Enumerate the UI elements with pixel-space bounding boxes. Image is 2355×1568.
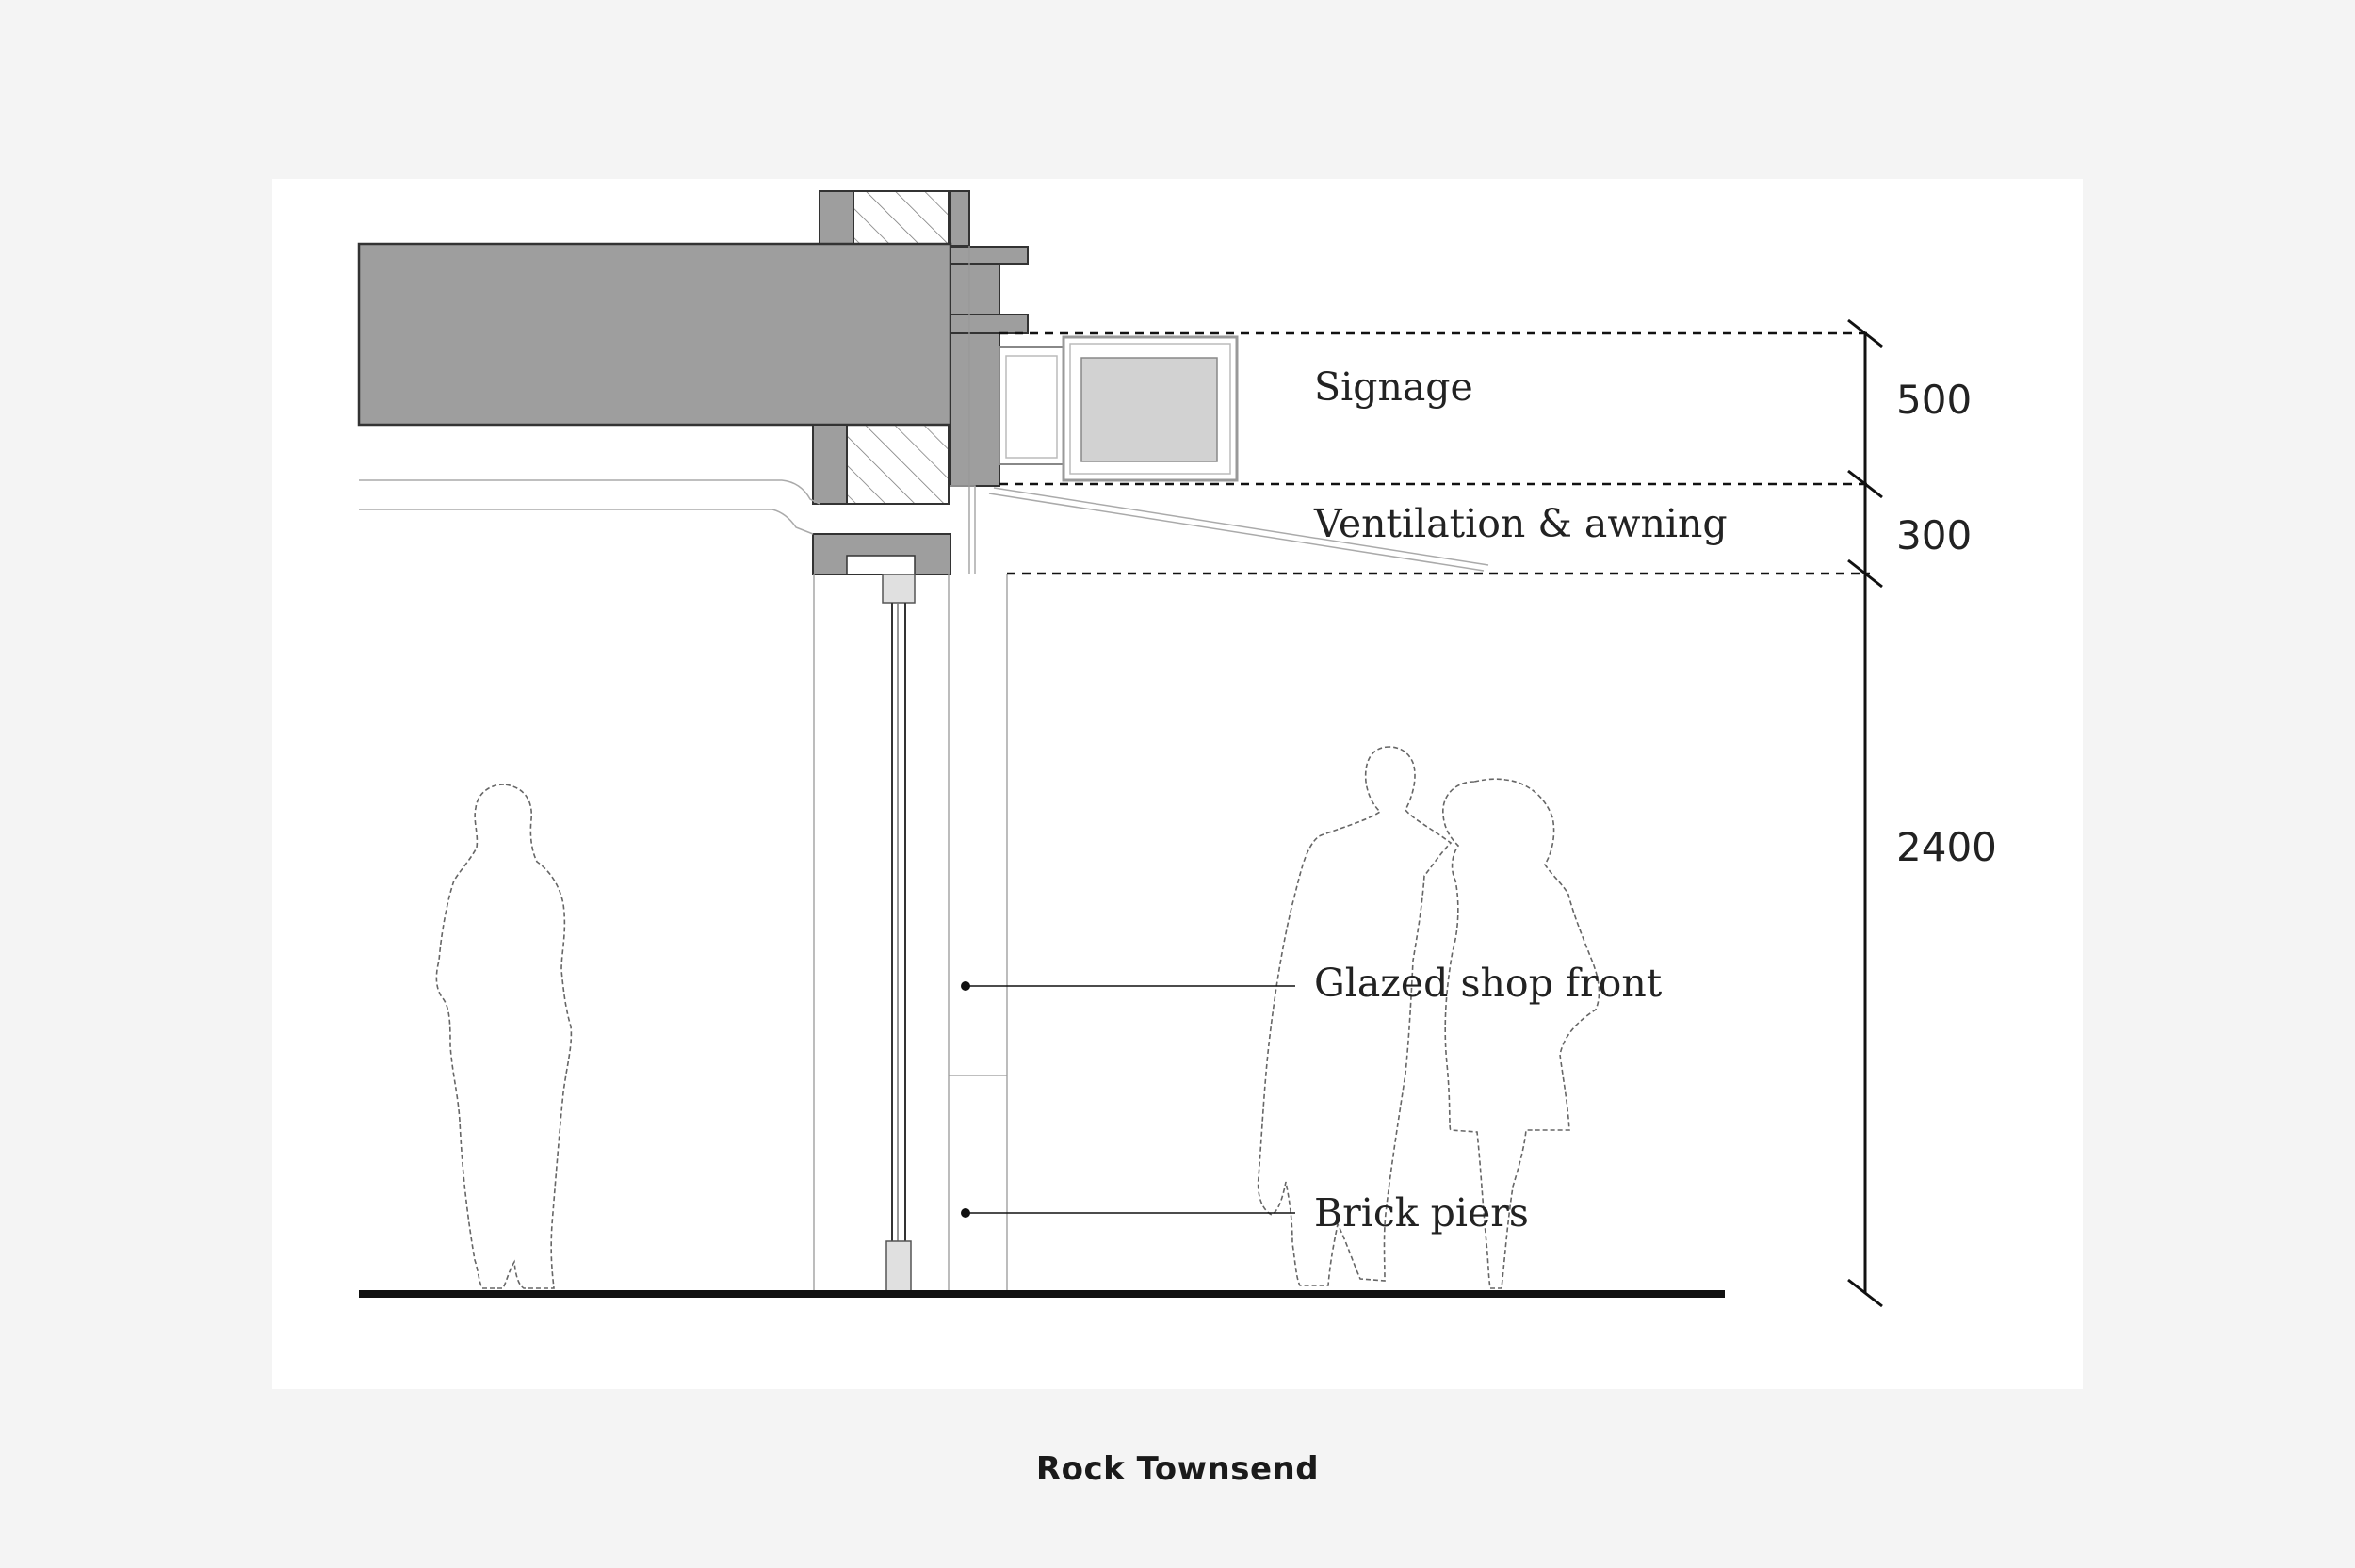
dimension-chain	[1847, 318, 1883, 1308]
upper-brick-wall	[819, 190, 970, 247]
ventilation-duct	[359, 479, 1489, 574]
leader-dot-brick	[961, 1208, 970, 1218]
label-ventilation-awning: Ventilation & awning	[1313, 501, 1728, 546]
dimension-signage-500: 500	[1896, 377, 1972, 423]
dimension-reference-lines	[999, 331, 1870, 575]
lintel-section	[812, 424, 951, 575]
dimension-ventilation-300: 300	[1896, 512, 1972, 558]
person-figure-woman	[1442, 778, 1600, 1289]
signage-box	[999, 335, 1239, 482]
shop-front-mullion	[882, 574, 916, 1294]
leader-dot-glazed	[961, 981, 970, 991]
label-brick-piers: Brick piers	[1314, 1190, 1529, 1236]
person-figure-left	[435, 784, 573, 1289]
brick-pier-outline	[813, 246, 1008, 1293]
person-figure-man	[1257, 746, 1453, 1286]
leader-lines	[966, 985, 1295, 1214]
label-signage: Signage	[1314, 364, 1473, 410]
ground-line	[359, 1290, 1725, 1298]
floor-slab	[357, 242, 952, 427]
credit-caption: Rock Townsend	[1035, 1450, 1320, 1488]
label-glazed-shop-front: Glazed shop front	[1314, 961, 1663, 1006]
dimension-shopfront-2400: 2400	[1896, 824, 1997, 870]
